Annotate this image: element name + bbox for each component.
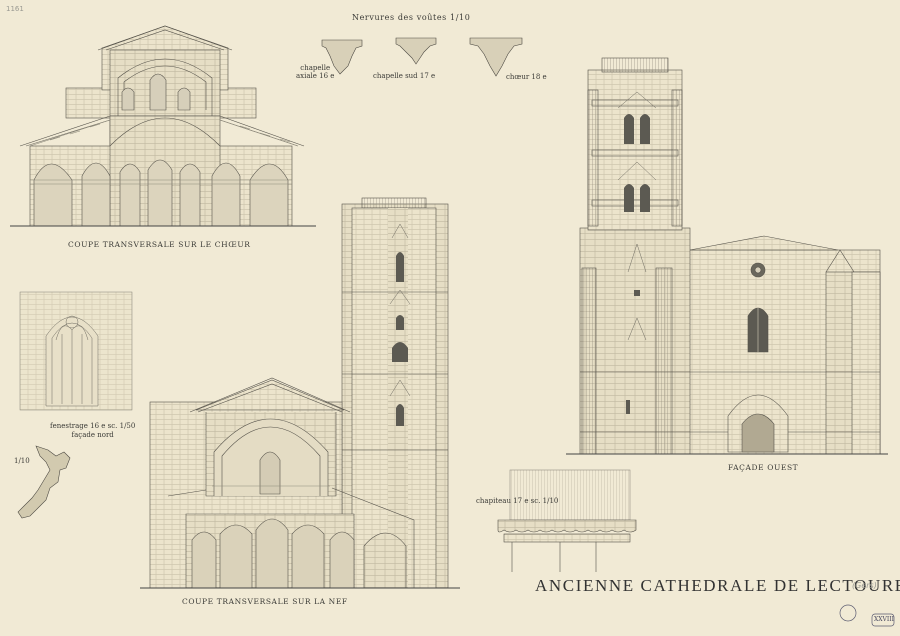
caption-facade-ouest: FAÇADE OUEST — [728, 463, 799, 472]
label-choeur: chœur 18 e — [506, 73, 547, 81]
caption-chapiteau: chapiteau 17 e sc. 1/10 — [476, 497, 559, 505]
caption-coupe-choeur: COUPE TRANSVERSALE SUR LE CHŒUR — [68, 240, 251, 249]
section-choir — [10, 25, 316, 227]
facade-west — [566, 57, 888, 455]
archive-stamps — [839, 604, 895, 627]
capital-detail — [497, 469, 637, 572]
profile-1-10 — [17, 445, 71, 519]
sheet-number: 1161 — [6, 5, 24, 13]
window-detail — [19, 291, 133, 411]
caption-fenestrage: fenestrage 16 e sc. 1/50 façade nord — [50, 422, 136, 439]
stamp-label: XXVIII — [874, 616, 894, 623]
label-chapelle-sud: chapelle sud 17 e — [373, 72, 436, 80]
section-nave — [140, 197, 460, 589]
title-note: (Gers) — [852, 581, 877, 590]
caption-coupe-nef: COUPE TRANSVERSALE SUR LA NEF — [182, 597, 348, 606]
ribs-title: Nervures des voûtes 1/10 — [352, 13, 471, 22]
label-chapelle-axiale: chapelle axiale 16 e — [296, 64, 335, 81]
caption-scale: 1/10 — [14, 457, 30, 465]
sheet-title: ANCIENNE CATHEDRALE DE LECTOURE — [535, 576, 900, 595]
rib-profiles — [321, 37, 523, 77]
